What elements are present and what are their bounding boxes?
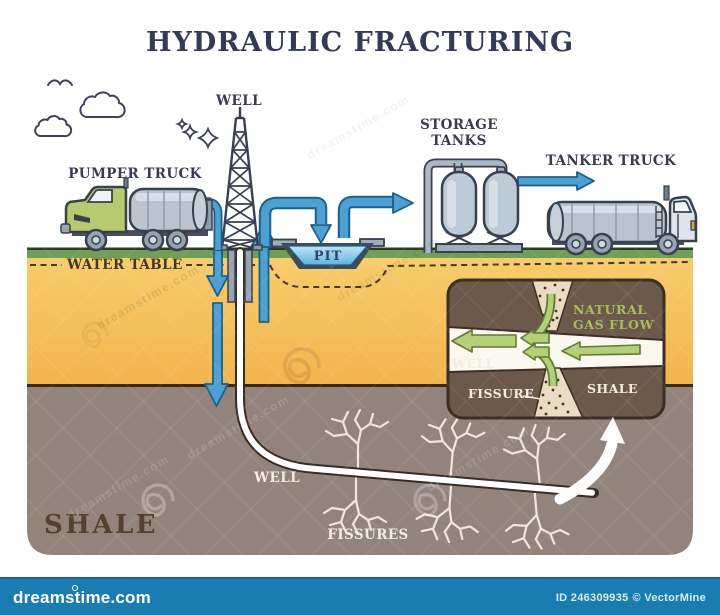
drilling-derrick	[217, 107, 263, 251]
bird-icon	[47, 79, 73, 86]
image-id: ID 246309935	[555, 592, 629, 604]
well-top-label: WELL	[215, 93, 263, 109]
image-meta: ID 246309935© VectorMine	[552, 592, 706, 604]
dreamstime-logo[interactable]: dreamstime.com	[13, 588, 151, 607]
storage-tanks-label-line2: TANKS	[431, 133, 487, 149]
natural-gas-flow-label-line2: GAS FLOW	[573, 317, 655, 332]
image-attribution[interactable]: © VectorMine	[632, 592, 706, 604]
storage-tanks-illustration	[423, 158, 523, 253]
natural-gas-flow-label-line1: NATURAL	[573, 302, 647, 317]
storage-tanks-label-line1: STORAGE	[420, 117, 498, 133]
surface-flow-arrows	[258, 171, 595, 246]
tanker-truck-label: TANKER TRUCK	[545, 153, 677, 169]
diagram-title: HYDRAULIC FRACTURING	[145, 27, 575, 58]
shale-layer-label: SHALE	[44, 510, 159, 540]
fissures-label: FISSURES	[327, 527, 409, 543]
pit	[271, 238, 385, 269]
pumper-truck-label: PUMPER TRUCK	[68, 166, 202, 182]
fracking-diagram-graphics	[27, 79, 698, 555]
sparkle-icon	[175, 117, 220, 150]
cloud-icon	[34, 91, 126, 138]
tanker-truck-illustration	[546, 185, 698, 256]
zoom-indicator-arrow	[554, 417, 625, 505]
logo-ring-icon	[72, 585, 78, 591]
inset-well-label: WELL	[452, 356, 495, 371]
water-table-line	[30, 261, 691, 288]
deep-well-label: WELL	[253, 470, 301, 486]
well-pipe	[235, 247, 599, 498]
inset-shale-label: SHALE	[587, 381, 638, 396]
pumper-truck-illustration	[60, 177, 223, 252]
water-table-label: WATER TABLE	[67, 257, 183, 273]
stock-footer-bar: dreamstime.com ID 246309935© VectorMine	[0, 577, 720, 615]
inset-fissure-label: FISSURE	[468, 386, 535, 401]
pit-label: PIT	[313, 249, 343, 264]
gas-flow-inset	[446, 278, 666, 420]
